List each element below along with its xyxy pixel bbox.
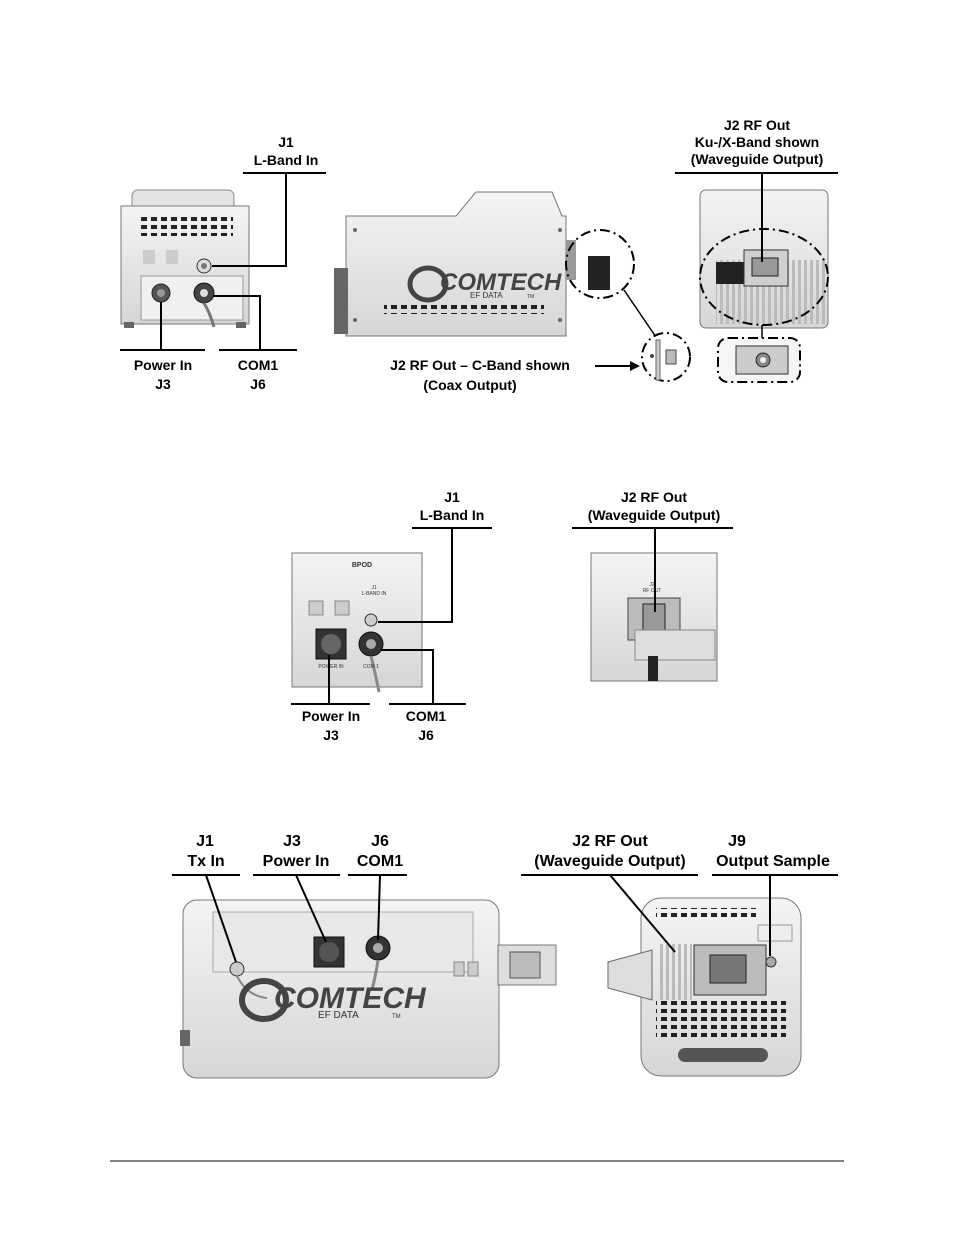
svg-text:(Coax Output): (Coax Output) (423, 377, 516, 393)
top-coax-inset (641, 332, 691, 382)
svg-text:Output Sample: Output Sample (716, 853, 830, 870)
middle-com-label: COM1 J6 (381, 649, 466, 743)
top-waveguide-inset (717, 337, 801, 383)
svg-text:J3: J3 (283, 833, 301, 850)
top-com-label: COM1 J6 (213, 295, 297, 392)
svg-text:J6: J6 (250, 376, 266, 392)
bottom-left-unit-photo: COMTECH EF DATA TM (180, 899, 557, 1079)
figure-middle: BPOD J1 L-BAND IN POWER IN COM 1 J2 RF O… (291, 489, 733, 743)
top-j2-waveguide-label: J2 RF Out Ku-/X-Band shown (Waveguide Ou… (675, 117, 838, 262)
middle-panel-j2: J2 (649, 582, 655, 588)
top-logo-sub: EF DATA (470, 291, 503, 300)
top-j2-coax-label: J2 RF Out – C-Band shown (Coax Output) (390, 357, 640, 393)
svg-text:COM1: COM1 (357, 853, 403, 870)
top-middle-unit-photo: COMTECH EF DATA TM (334, 191, 610, 337)
middle-left-unit-photo: BPOD J1 L-BAND IN POWER IN COM 1 (291, 552, 423, 693)
svg-text:J6: J6 (371, 833, 389, 850)
svg-text:COM1: COM1 (238, 357, 279, 373)
middle-power-label: Power In J3 (291, 655, 370, 743)
top-logo-text: COMTECH (440, 269, 562, 296)
figure-bottom: COMTECH EF DATA TM J1 Tx In J3 Power In (172, 833, 838, 1079)
bottom-j9-label: J9 Output Sample (712, 833, 838, 956)
svg-text:J3: J3 (323, 727, 339, 743)
top-right-unit-photo (699, 189, 829, 329)
svg-text:J1: J1 (196, 833, 214, 850)
svg-text:Power In: Power In (134, 357, 192, 373)
svg-text:J1: J1 (444, 489, 460, 505)
bottom-right-unit-photo (607, 897, 802, 1077)
middle-j2-label: J2 RF Out (Waveguide Output) (572, 489, 733, 612)
svg-text:J6: J6 (418, 727, 434, 743)
top-power-label: Power In J3 (120, 302, 205, 392)
top-logo-tm: TM (527, 294, 534, 300)
top-j1-label: J1 L-Band In (212, 134, 326, 267)
middle-panel-power: POWER IN (318, 664, 344, 670)
middle-panel-j1: J1 (371, 585, 377, 591)
svg-text:(Waveguide Output): (Waveguide Output) (691, 151, 823, 167)
svg-text:Tx In: Tx In (187, 853, 224, 870)
bottom-j1-label: J1 Tx In (172, 833, 240, 963)
svg-text:J9: J9 (728, 833, 746, 850)
middle-j1-label: J1 L-Band In (378, 489, 492, 623)
svg-text:COM1: COM1 (406, 708, 447, 724)
figure-top: COMTECH EF DATA TM (120, 117, 838, 393)
top-callout-leader (623, 289, 659, 341)
svg-text:L-Band In: L-Band In (420, 507, 485, 523)
top-left-unit-photo (120, 189, 250, 328)
bottom-logo-tm: TM (392, 1014, 401, 1020)
top-waveguide-callout-ellipse (699, 228, 829, 326)
svg-text:Ku-/X-Band shown: Ku-/X-Band shown (695, 134, 819, 150)
svg-text:Power In: Power In (263, 853, 330, 870)
bottom-j3-label: J3 Power In (253, 833, 340, 943)
top-coax-callout-circle (565, 229, 635, 299)
svg-text:(Waveguide Output): (Waveguide Output) (534, 853, 685, 870)
middle-panel-rfout: RF OUT (643, 588, 662, 594)
svg-text:J2 RF Out: J2 RF Out (724, 117, 790, 133)
svg-text:J1: J1 (278, 134, 294, 150)
svg-text:L-Band In: L-Band In (254, 152, 319, 168)
svg-text:J2 RF Out – C-Band shown: J2 RF Out – C-Band shown (390, 357, 570, 373)
bottom-logo-sub: EF DATA (318, 1010, 359, 1021)
svg-text:Power In: Power In (302, 708, 360, 724)
bottom-j2-label: J2 RF Out (Waveguide Output) (521, 833, 698, 953)
middle-unit-name: BPOD (352, 562, 372, 569)
bottom-logo-text: COMTECH (274, 982, 427, 1015)
svg-text:J2 RF Out: J2 RF Out (572, 833, 648, 850)
bottom-j6-label: J6 COM1 (348, 833, 407, 941)
svg-text:J2 RF Out: J2 RF Out (621, 489, 687, 505)
svg-text:J3: J3 (155, 376, 171, 392)
middle-panel-com: COM 1 (363, 664, 379, 670)
svg-text:(Waveguide Output): (Waveguide Output) (588, 507, 720, 523)
middle-panel-lband: L-BAND IN (362, 591, 387, 597)
